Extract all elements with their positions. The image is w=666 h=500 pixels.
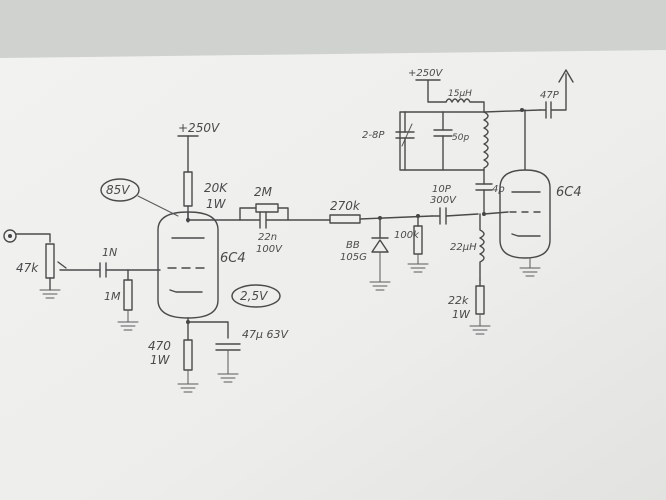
label-22n-voltage: 100V (256, 244, 283, 255)
label-50p: 50p (452, 133, 469, 143)
label-470: 470 (148, 339, 171, 353)
label-2-5v: 2,5V (240, 289, 268, 303)
cathode-network (177, 320, 241, 393)
label-270k: 270k (330, 199, 361, 213)
capacitor-10p (431, 207, 479, 225)
label-47u: 47µ 63V (242, 328, 289, 341)
label-20k-watt: 1W (206, 197, 227, 211)
label-15uh: 15µH (448, 89, 472, 99)
resistor-270k (329, 214, 433, 224)
label-10p-voltage: 300V (430, 195, 457, 206)
label-250v-right: +250V (408, 68, 443, 79)
label-105g: 105G (340, 252, 367, 263)
label-22k-watt: 1W (452, 308, 471, 321)
label-tube-right: 6C4 (556, 185, 582, 200)
label-470-watt: 1W (150, 353, 171, 367)
coupling-network-2m-22n (187, 203, 331, 229)
grid-choke-22uh (469, 213, 491, 335)
diode-bb105g (369, 217, 391, 291)
node-2-5v-circle (231, 284, 281, 308)
label-250v-left: +250V (178, 121, 220, 135)
label-85v: 85V (106, 183, 130, 197)
label-47p: 47P (540, 90, 560, 101)
capacitor-1n (99, 262, 161, 278)
tube-6c4-right (483, 109, 551, 277)
supply-250v-right (415, 79, 447, 103)
label-22uh: 22µH (450, 242, 477, 253)
label-2-8p: 2-8P (362, 130, 385, 141)
label-47k: 47k (16, 261, 39, 275)
label-10p: 10P (432, 184, 452, 195)
output-capacitor-47p (539, 69, 574, 119)
tank-coil (475, 111, 493, 216)
label-22n: 22n (258, 232, 277, 243)
label-1n: 1N (102, 246, 117, 259)
label-1m: 1M (104, 290, 121, 303)
paper-sheet (0, 50, 666, 500)
inductor-15uh (445, 98, 541, 113)
label-bb: BB (346, 240, 360, 251)
tank-trimmer-and-caps (395, 111, 485, 171)
label-2m: 2M (254, 185, 273, 199)
label-4p: 4p (492, 184, 505, 195)
label-tube-left: 6C4 (220, 251, 246, 266)
potentiometer-47k (39, 243, 101, 299)
input-jack (3, 229, 51, 243)
resistor-100k (407, 214, 429, 273)
resistor-1m (117, 269, 139, 331)
node-85v-circle (100, 178, 140, 202)
label-20k: 20K (204, 181, 228, 195)
background-wall (0, 0, 666, 60)
label-100k: 100k (394, 230, 420, 241)
label-22k: 22k (448, 294, 469, 307)
plate-resistor-20k (177, 135, 199, 222)
